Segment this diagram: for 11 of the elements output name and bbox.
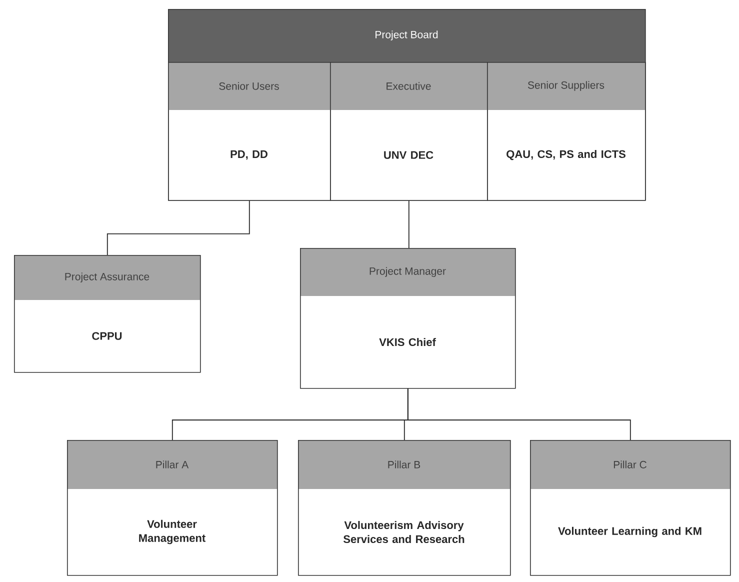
org-box: Senior Suppliers QAU, CS, PS and ICTS (487, 62, 646, 201)
org-box: Pillar C Volunteer Learning and KM (530, 440, 731, 576)
org-box: Project Manager VKIS Chief (300, 248, 516, 389)
org-box: Pillar B Volunteerism Advisory Services and Research (298, 440, 511, 576)
connector-line (407, 388, 631, 440)
org-box: Executive UNV DEC (330, 62, 488, 201)
org-box: Senior Users PD, DD (168, 62, 331, 201)
org-box: Pillar A Volunteer Management (67, 440, 278, 576)
connector-line (408, 200, 410, 248)
connector-line (106, 200, 250, 256)
org-box: Project Assurance CPPU (14, 255, 201, 373)
